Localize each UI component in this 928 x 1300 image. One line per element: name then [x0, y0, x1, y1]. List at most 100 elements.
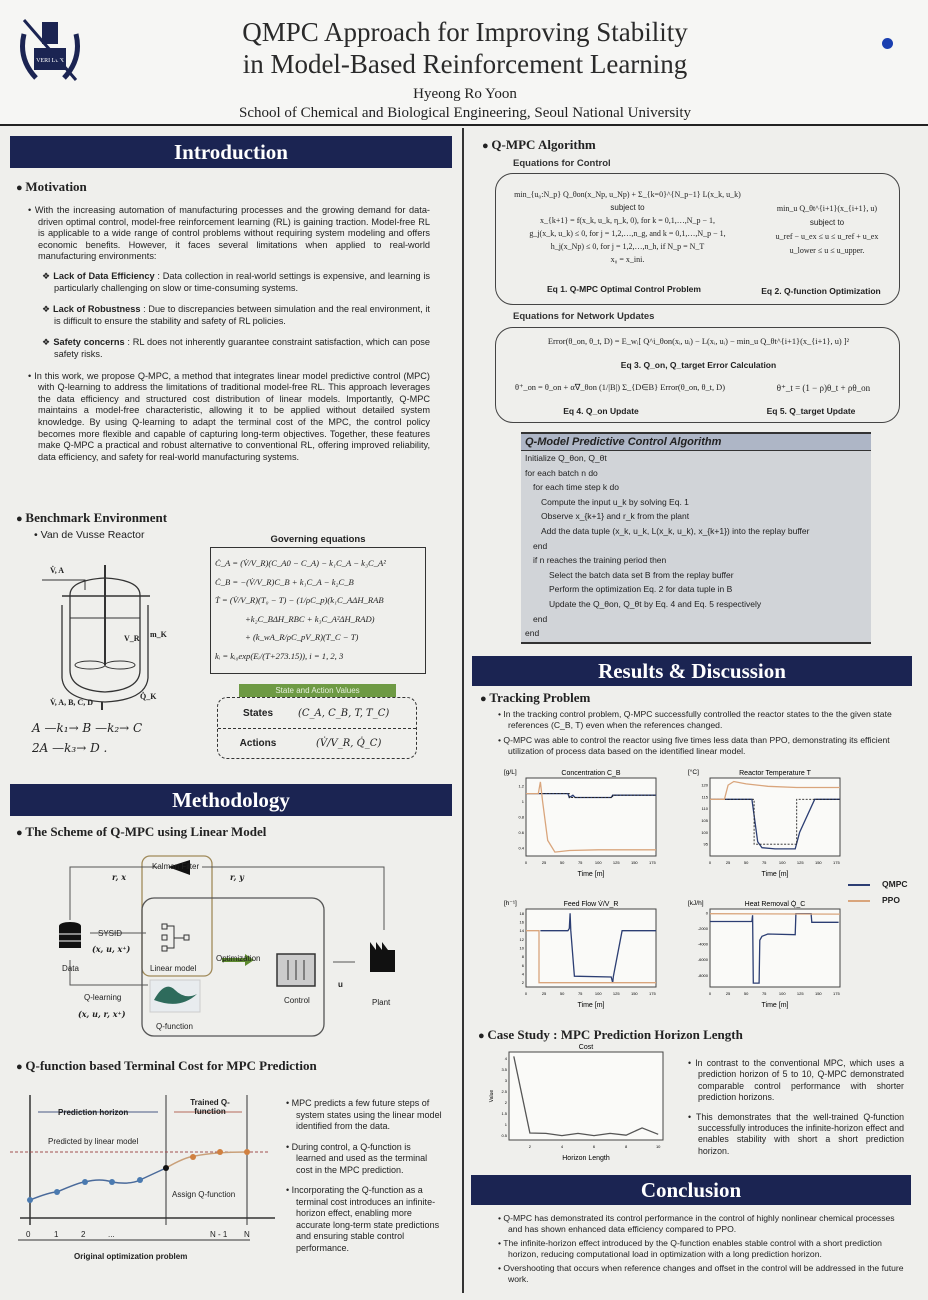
eq3: Error(θ_on, θ_t, D) = E_wᵢ[ Q^i_θon(xᵢ, …	[547, 337, 850, 346]
introduction-banner: Introduction	[10, 136, 452, 168]
y-tick-label: 14	[520, 928, 525, 933]
terminal-cost-diagram	[10, 1095, 275, 1241]
algorithm-line: Update the Q_θon, Q_θt by Eq. 4 and Eq. …	[549, 598, 762, 609]
x-tick-label: 100	[595, 991, 602, 996]
algorithm-line: for each batch n do	[525, 467, 598, 478]
control-eq-title: Equations for Control	[513, 158, 611, 169]
x-tick-label: 75	[578, 991, 583, 996]
reactor-inlet-label: V̇, A	[50, 566, 65, 575]
y-tick-label: 6	[522, 963, 525, 968]
algorithm-box: Q-Model Predictive Control Algorithm Ini…	[521, 432, 871, 644]
linear-model-icon	[161, 923, 190, 952]
y-tick-label: 3	[505, 1078, 508, 1083]
y-tick-label: 0	[706, 910, 709, 915]
algorithm-line: Observe x_{k+1} and r_k from the plant	[541, 511, 690, 522]
y-tick-label: 95	[704, 842, 709, 847]
series-line-reference	[710, 798, 840, 845]
y-tick-label: 105	[701, 818, 708, 823]
algorithm-heading: Q-MPC Algorithm	[482, 137, 595, 153]
chart-title: Heat Removal Q̇_C	[745, 900, 806, 908]
algorithm-line: if n reaches the training period then	[533, 555, 667, 566]
sysid-tuple: (x, u, x⁺)	[92, 944, 131, 954]
sysid-label: SYSID	[98, 929, 123, 938]
poster-header: VERI LUX QMPC Approach for Improving Sta…	[0, 0, 928, 126]
x-tick-label: 75	[762, 860, 767, 865]
x-axis-label: Horizon Length	[562, 1155, 610, 1162]
y-unit-label: [kJ/h]	[688, 900, 704, 907]
x-tick-label: 100	[779, 991, 786, 996]
y-tick-label: 2	[522, 980, 525, 985]
algorithm-line: end	[533, 613, 548, 624]
x-tick-label: 8	[625, 1144, 628, 1149]
y-tick-label: 8	[522, 954, 525, 959]
y-tick-label: 2.5	[501, 1089, 507, 1094]
actions-value: (V̇/V_R, Q̇_C)	[316, 738, 382, 749]
algorithm-line: Add the data tuple (x_k, u_k, L(x_k, u_k…	[541, 525, 810, 536]
y-unit-label: [h⁻¹]	[504, 900, 517, 907]
x-tick-label: 4	[561, 1144, 564, 1149]
x-tick-label: 125	[797, 860, 804, 865]
x-tick-label: 50	[560, 860, 565, 865]
y-tick-label: 115	[702, 794, 709, 799]
q-function-surface-icon	[154, 986, 197, 1004]
x-axis-label: Time [m]	[578, 1002, 605, 1009]
x-tick-label: 150	[631, 991, 638, 996]
x-tick-label: 25	[542, 860, 547, 865]
algorithm-line: Perform the optimization Eq. 2 for data …	[549, 584, 733, 595]
x-tick-label: 0	[709, 860, 712, 865]
x-tick-label: 25	[726, 860, 731, 865]
plot-area	[709, 908, 841, 988]
x-tick-label: 100	[779, 860, 786, 865]
plant-factory-icon	[370, 942, 395, 972]
terminal-cost-heading: Q-function based Terminal Cost for MPC P…	[16, 1058, 316, 1074]
eq1: min_{u₀:N_p} Q_θon(x_Np, u_Np) + Σ_{k=0}…	[514, 190, 741, 264]
control-label: Control	[284, 996, 310, 1005]
x-tick-label: 175	[649, 991, 656, 996]
reactor-outlet-label: V̇, A, B, C, D	[50, 698, 93, 707]
chart-legend: QMPC PPO	[848, 876, 908, 908]
algorithm-line: Select the batch data set B from the rep…	[549, 569, 734, 580]
affiliation: School of Chemical and Biological Engine…	[239, 105, 691, 121]
limitation-item: Lack of Robustness : Due to discrepancie…	[24, 304, 430, 327]
states-label: States	[242, 707, 273, 719]
x-tick-label: 2	[529, 1144, 532, 1149]
algorithm-line: Compute the input u_k by solving Eq. 1	[541, 496, 689, 507]
algorithm-line: for each time step k do	[533, 482, 619, 493]
case-study-bullets: In contrast to the conventional MPC, whi…	[684, 1058, 904, 1163]
reaction-2: 2A —k₃→ D .	[32, 741, 108, 755]
kalman-filter-icon	[168, 860, 190, 875]
y-tick-label: 1	[522, 799, 525, 804]
conclusion-banner: Conclusion	[471, 1175, 911, 1205]
chart-title: Reactor Temperature T	[739, 770, 811, 777]
scheme-heading: The Scheme of Q-MPC using Linear Model	[16, 824, 266, 840]
reactor-mass-label: m_K	[150, 630, 167, 639]
x-tick-label: 0	[709, 991, 712, 996]
y-tick-label: 16	[520, 920, 525, 925]
network-eq-title: Equations for Network Updates	[513, 311, 655, 322]
eq5: θ⁺_t = (1 − ρ)θ_t + ρθ_on	[776, 383, 871, 393]
university-logo: VERI LUX	[20, 19, 80, 81]
author: Hyeong Ro Yoon	[413, 86, 517, 102]
svg-text:VERI LUX: VERI LUX	[36, 58, 64, 64]
governing-equations-box: Ċ_A = (V̇/V_R)(C_A0 − C_A) − k₁C_A − k₃C…	[210, 547, 426, 674]
y-tick-label: 12	[520, 937, 525, 942]
series-line-reference	[526, 793, 656, 798]
q-learning-tuple: (x, u, r, x⁺)	[78, 1009, 126, 1019]
motivation-heading: Motivation	[16, 179, 86, 195]
x-tick-label: 6	[593, 1144, 596, 1149]
plot-area	[525, 777, 657, 857]
kalman-filter-label: Kalman Filter	[152, 862, 200, 871]
x-axis-label: Time [m]	[762, 1002, 789, 1009]
x-tick-label: 25	[542, 991, 547, 996]
y-tick-label: 10	[520, 946, 525, 951]
x-tick-label: 10	[656, 1144, 661, 1149]
eq5-caption: Eq 5. Q_target Update	[766, 406, 856, 416]
x-tick-label: 175	[833, 860, 840, 865]
original-problem-label: Original optimization problem	[74, 1252, 188, 1261]
reactor-diagram	[42, 565, 150, 710]
qmpc-scheme-diagram	[59, 855, 395, 1037]
